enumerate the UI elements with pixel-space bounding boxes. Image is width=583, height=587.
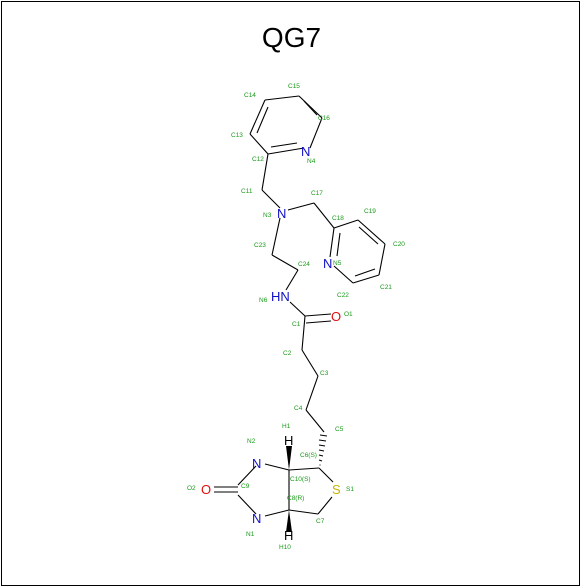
bond bbox=[264, 463, 290, 471]
atom-n2: N bbox=[252, 456, 261, 471]
wedge-bond bbox=[286, 510, 292, 532]
atom-n6: HN bbox=[271, 289, 290, 304]
bond bbox=[261, 189, 281, 209]
bond bbox=[313, 202, 335, 229]
label-s1: S1 bbox=[346, 486, 354, 493]
atom-n1: N bbox=[252, 511, 261, 526]
bond bbox=[305, 409, 325, 433]
label-c24: C24 bbox=[298, 261, 310, 268]
bond bbox=[271, 254, 299, 271]
bond bbox=[256, 106, 269, 134]
label-c3: C3 bbox=[320, 370, 329, 377]
label-n4: N4 bbox=[307, 158, 316, 165]
label-c18: C18 bbox=[332, 215, 344, 222]
label-n5: N5 bbox=[333, 260, 342, 267]
label-c16: C16 bbox=[318, 115, 330, 122]
molecule-title: QG7 bbox=[261, 22, 322, 53]
hashed-bond bbox=[318, 434, 328, 466]
label-h10: H10 bbox=[279, 544, 291, 551]
bond bbox=[303, 100, 318, 116]
label-n1: N1 bbox=[246, 531, 255, 538]
bond bbox=[288, 467, 320, 471]
bond bbox=[264, 95, 300, 101]
atom-o1: O bbox=[331, 309, 341, 324]
bond bbox=[301, 349, 319, 377]
label-c11: C11 bbox=[241, 188, 253, 195]
atom-s1: S bbox=[332, 482, 341, 497]
label-h1: H1 bbox=[282, 423, 291, 430]
bond bbox=[354, 268, 376, 277]
label-c10: C10(S) bbox=[290, 476, 311, 483]
atom-n5: N bbox=[323, 256, 332, 271]
bond bbox=[264, 509, 290, 517]
atom-n3: N bbox=[277, 206, 286, 221]
bond bbox=[352, 274, 380, 284]
label-c23: C23 bbox=[254, 242, 266, 249]
label-c6: C6(S) bbox=[300, 452, 317, 459]
bond bbox=[267, 147, 305, 155]
wedge-bond bbox=[286, 446, 292, 470]
bond bbox=[333, 219, 359, 229]
atom-symbols: N N N HN O N N O S H H bbox=[201, 144, 341, 543]
bond bbox=[336, 232, 341, 257]
bond bbox=[249, 133, 269, 155]
label-c20: C20 bbox=[393, 241, 405, 248]
bond bbox=[317, 496, 333, 515]
bond bbox=[305, 375, 319, 411]
bond bbox=[357, 219, 386, 245]
bond bbox=[249, 99, 266, 135]
label-n6: N6 bbox=[259, 297, 268, 304]
bond bbox=[333, 265, 354, 284]
label-c9: C9 bbox=[241, 483, 250, 490]
label-n3: N3 bbox=[263, 212, 272, 219]
bond bbox=[285, 269, 299, 291]
bond bbox=[271, 217, 281, 256]
bond bbox=[305, 320, 332, 324]
stereo-bonds bbox=[286, 434, 328, 532]
bonds bbox=[214, 95, 386, 517]
bond bbox=[237, 465, 257, 486]
label-c22: C22 bbox=[337, 292, 349, 299]
label-c13: C13 bbox=[231, 132, 243, 139]
bond bbox=[304, 313, 332, 317]
atom-labels: C15 C14 C16 C13 C12 N4 C11 C17 N3 C18 C1… bbox=[187, 83, 405, 551]
bond bbox=[261, 153, 269, 191]
bond bbox=[237, 494, 257, 515]
bond bbox=[358, 226, 379, 245]
bond bbox=[287, 202, 315, 211]
label-c4: C4 bbox=[294, 405, 303, 412]
label-c5: C5 bbox=[335, 426, 344, 433]
bond bbox=[378, 243, 386, 276]
label-c2: C2 bbox=[283, 350, 292, 357]
atom-o2: O bbox=[201, 482, 211, 497]
atom-h1: H bbox=[284, 433, 293, 448]
bond bbox=[301, 315, 306, 351]
label-o1: O1 bbox=[344, 311, 353, 318]
label-c15: C15 bbox=[288, 83, 300, 90]
bond bbox=[318, 467, 334, 483]
label-c7: C7 bbox=[316, 518, 325, 525]
bond bbox=[329, 227, 335, 258]
bond bbox=[298, 95, 323, 119]
label-c19: C19 bbox=[364, 208, 376, 215]
atom-n4: N bbox=[301, 144, 310, 159]
label-c1: C1 bbox=[292, 321, 301, 328]
bond bbox=[309, 117, 323, 149]
label-o2: O2 bbox=[187, 485, 196, 492]
label-c17: C17 bbox=[311, 190, 323, 197]
label-c12: C12 bbox=[252, 156, 264, 163]
label-c14: C14 bbox=[244, 92, 256, 99]
bond bbox=[270, 142, 298, 148]
bond bbox=[289, 301, 306, 317]
label-n2: N2 bbox=[247, 438, 256, 445]
label-c8: C8(R) bbox=[287, 495, 304, 502]
bond bbox=[288, 509, 319, 515]
label-c21: C21 bbox=[380, 284, 392, 291]
atom-h10: H bbox=[284, 528, 293, 543]
